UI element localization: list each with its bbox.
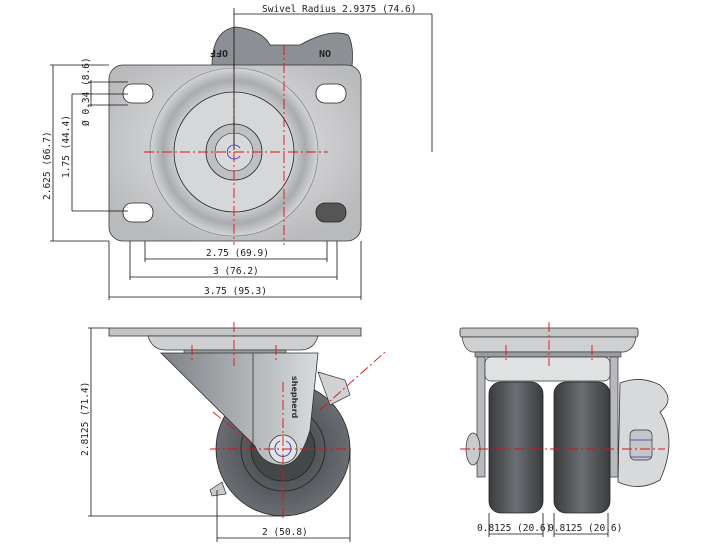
top-view: OFF ON (108, 26, 362, 245)
mounting-holes (122, 83, 347, 223)
front-dimensions: 0.8125 (20.6) 0.8125 (20.6) (477, 513, 622, 537)
side-brake (317, 371, 351, 406)
axis-marker-icon (226, 144, 241, 160)
front-fork-left-leg (476, 356, 486, 478)
side-plate (108, 327, 362, 337)
plate-depth-dimension: 2.625 (66.7) (42, 131, 53, 200)
hole-diameter-dimension: Ø 0.34 (8.6) (81, 57, 92, 126)
brake-pedal (211, 26, 353, 67)
hole-spacing-inner-dimension: 2.75 (69.9) (206, 248, 269, 259)
mounting-hole (315, 202, 347, 223)
top-dimensions: Swivel Radius 2.9375 (74.6) 2.625 (66.7)… (42, 4, 433, 300)
brand-label: shepherd (290, 376, 299, 419)
front-wheel-left (488, 381, 544, 514)
front-view (459, 322, 670, 514)
front-fork-right-leg (609, 356, 619, 478)
side-centerlines (191, 322, 386, 520)
brake-off-label: OFF (210, 47, 228, 58)
side-race (147, 335, 319, 351)
front-wheel-right (553, 381, 611, 514)
side-dimensions: 2.8125 (71.4) 2 (50.8) (80, 327, 351, 542)
swivel-radius-dimension: Swivel Radius 2.9375 (74.6) (262, 4, 416, 15)
wheel-width-left-dimension: 0.8125 (20.6) (477, 523, 551, 534)
front-centerlines (460, 322, 665, 450)
overall-height-dimension: 2.8125 (71.4) (80, 382, 91, 456)
side-view: shepherd (108, 322, 386, 520)
wheel-width-right-dimension: 0.8125 (20.6) (548, 523, 622, 534)
mounting-hole (122, 202, 154, 223)
plate-width-dimension: 3.75 (95.3) (204, 286, 267, 297)
hole-spacing-vertical-dimension: 1.75 (44.4) (61, 115, 72, 178)
hole-spacing-outer-dimension: 3 (76.2) (213, 266, 259, 277)
mounting-hole (122, 83, 154, 104)
brake-on-label: ON (319, 47, 331, 58)
mounting-hole (315, 83, 347, 104)
wheel-diameter-dimension: 2 (50.8) (262, 527, 308, 538)
top-centerlines (144, 45, 328, 245)
